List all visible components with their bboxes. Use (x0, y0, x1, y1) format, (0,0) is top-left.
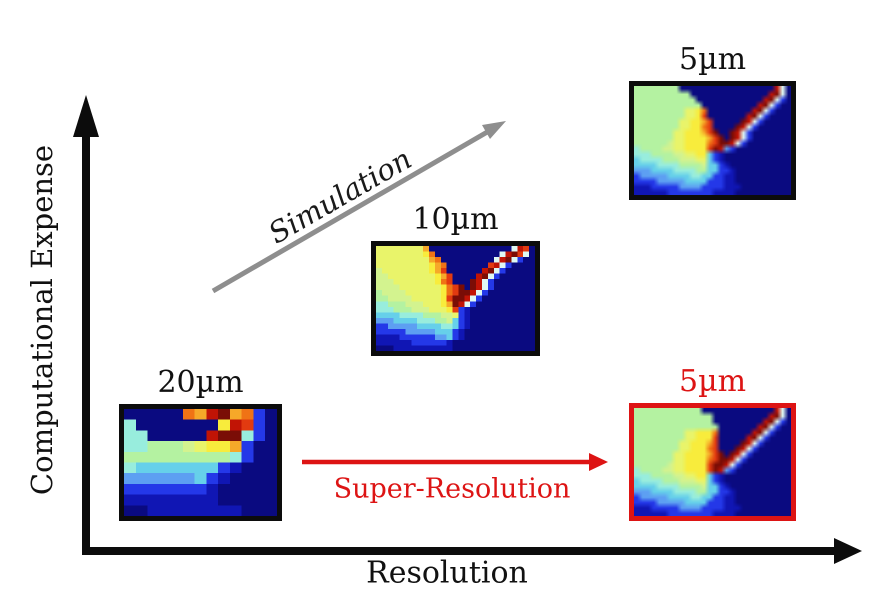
heatmap-20um-label: 20µm (157, 365, 244, 400)
x-axis-arrowhead-icon (834, 538, 862, 564)
heatmap-10um-label: 10µm (412, 202, 499, 237)
simulation-label: Simulation (262, 141, 418, 251)
heatmap-5um-super-resolution-label: 5µm (678, 364, 747, 399)
heatmap-5um-simulation-image (629, 81, 796, 200)
heatmap-5um-super-resolution: 5µm (629, 364, 796, 521)
y-axis-label: Computational Expense (25, 144, 59, 496)
x-axis-label: Resolution (366, 555, 528, 591)
heatmap-10um-image (371, 241, 540, 356)
heatmap-5um-super-resolution-image (629, 403, 796, 521)
heatmap-20um-image (119, 404, 282, 521)
y-axis-arrowhead-icon (73, 95, 99, 137)
heatmap-5um-simulation-label: 5µm (678, 42, 747, 77)
heatmap-5um-simulation: 5µm (629, 42, 796, 200)
heatmap-10um: 10µm (371, 202, 540, 356)
heatmap-20um: 20µm (119, 365, 282, 521)
super-resolution-label: Super-Resolution (333, 473, 571, 505)
super-resolution-arrow (302, 453, 608, 471)
